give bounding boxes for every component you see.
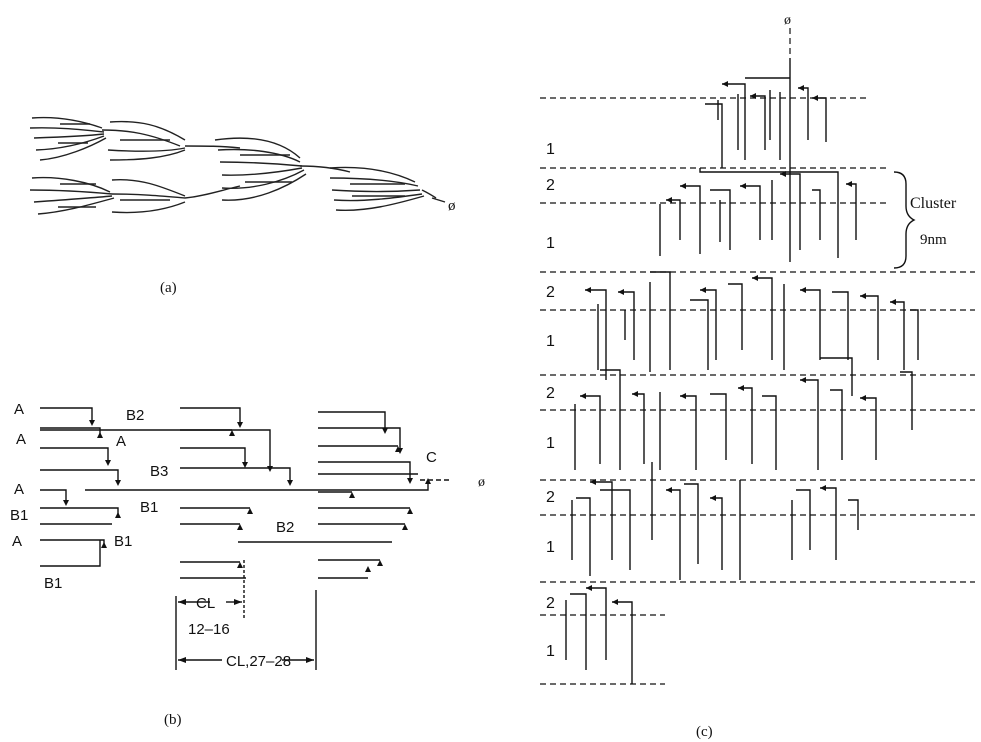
level-label-5: 1: [546, 333, 555, 350]
label-b2-2: B2: [276, 519, 294, 536]
label-b2-1: B2: [126, 407, 144, 424]
level-label-8: 2: [546, 489, 555, 506]
level-label-9: 1: [546, 539, 555, 556]
level-label-2: 2: [546, 177, 555, 194]
fibril-strand-bundle-lower-left: [30, 178, 240, 214]
cluster-label: Cluster: [910, 195, 957, 212]
label-a-4: A: [12, 533, 22, 550]
panel-b-caption: (b): [164, 712, 182, 728]
level-label-10: 2: [546, 595, 555, 612]
level-label-1: 1: [546, 141, 555, 158]
cluster-size-label: 9nm: [920, 232, 947, 248]
label-a-3: A: [14, 481, 24, 498]
dimension-short-label: CL: [196, 595, 215, 612]
label-b3: B3: [150, 463, 168, 480]
label-a-1: A: [14, 401, 24, 418]
panel-c-branch-tree: [566, 58, 918, 684]
panel-b-root-symbol: ø: [478, 475, 485, 490]
label-b1-4: B1: [114, 533, 132, 550]
panel-c-root-symbol: ø: [784, 13, 791, 28]
label-b1-2: B1: [44, 575, 62, 592]
level-label-6: 2: [546, 385, 555, 402]
dimension-short-range: 12–16: [188, 621, 230, 638]
label-b1-3: B1: [140, 499, 158, 516]
cluster-brace: [894, 172, 914, 268]
label-a-2: A: [16, 431, 26, 448]
level-label-7: 1: [546, 435, 555, 452]
panel-a-root-symbol: ø: [448, 198, 456, 214]
panel-b-labels: A A A B1 A B1 B2 A B3 B1 B1 B2 C CL 12–1…: [10, 401, 437, 670]
panel-c-caption: (c): [696, 724, 713, 740]
root-stem: [432, 198, 445, 202]
panel-b-branching-schematic: [40, 408, 452, 670]
label-b1-1: B1: [10, 507, 28, 524]
level-label-11: 1: [546, 643, 555, 660]
label-a-5: A: [116, 433, 126, 450]
panel-c-level-separators: [540, 28, 975, 684]
panel-a-fibril-sketch: [30, 118, 445, 214]
panel-a-caption: (a): [160, 280, 177, 296]
fibril-strand-bundle-upper-left: [30, 118, 240, 160]
fibril-strand-bundle-right: [330, 168, 436, 211]
level-label-3: 1: [546, 235, 555, 252]
dimension-long-label: CL,27–28: [226, 653, 291, 670]
label-c: C: [426, 449, 437, 466]
level-label-4: 2: [546, 284, 555, 301]
